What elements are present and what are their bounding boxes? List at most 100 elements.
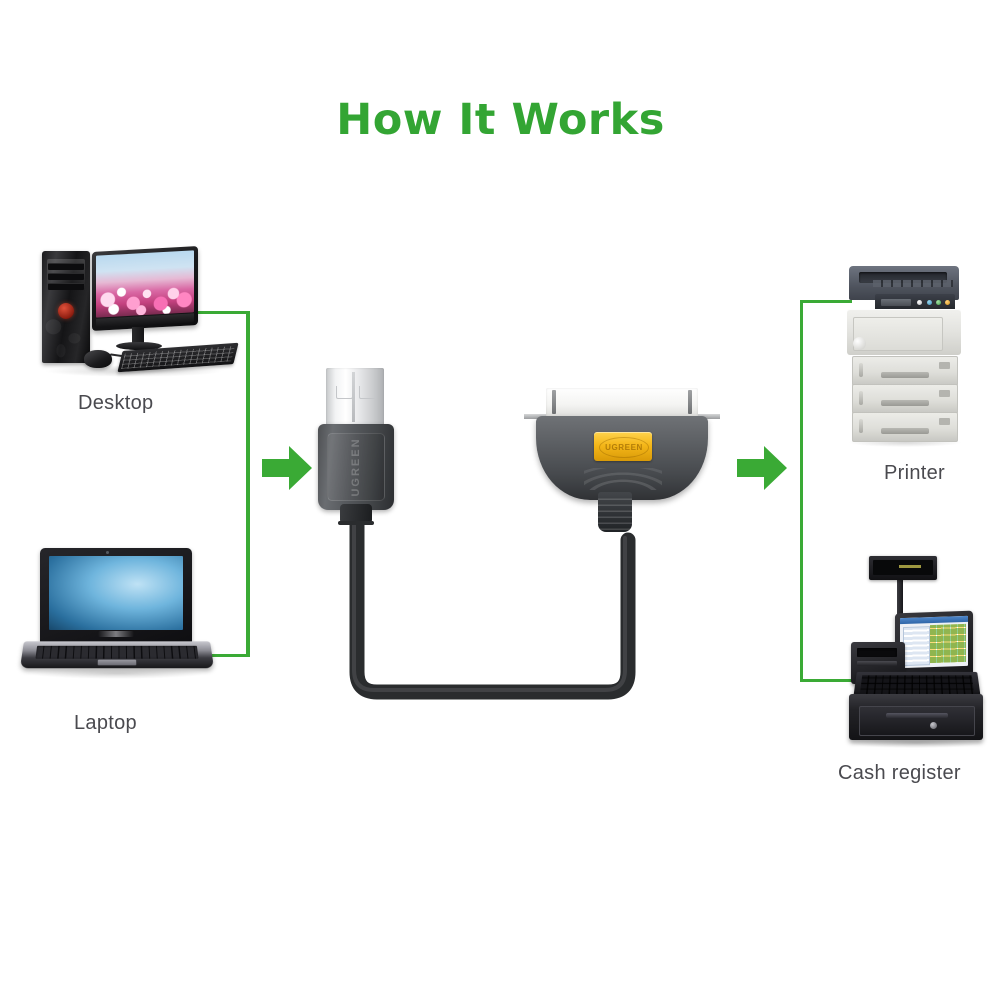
- desktop-monitor: [92, 246, 198, 331]
- usb-strain-relief: [340, 504, 372, 524]
- printer-paper-tray-2: [852, 384, 958, 414]
- laptop-screen: [49, 556, 183, 630]
- printer-tray-handle: [881, 400, 929, 406]
- pos-item-list: [903, 626, 930, 667]
- printer-tray-lever: [859, 363, 863, 377]
- printer-tray-fins: [873, 280, 953, 287]
- laptop-wallpaper: [49, 556, 183, 630]
- customer-display-screen: [873, 560, 933, 575]
- usb-tongue: [352, 372, 355, 422]
- printer-tray-handle: [881, 428, 929, 434]
- parallel-clip-wing-left: [524, 414, 550, 419]
- pos-button-grid: [930, 623, 966, 664]
- desktop-monitor-screen: [96, 250, 194, 318]
- desktop-computer-icon: [28, 243, 243, 383]
- printer-output-tray: [859, 272, 953, 287]
- printer-shadow: [849, 438, 961, 447]
- printer-tray-label: [939, 418, 950, 425]
- printer-tray-label: [939, 362, 950, 369]
- usb-cable-ring: [338, 521, 374, 525]
- parallel-strain-relief: [598, 492, 632, 532]
- printer-attention-led: [945, 300, 950, 305]
- parallel-retention-clip-right: [688, 390, 692, 414]
- pos-screen: [900, 615, 968, 669]
- desktop-drive-bay: [48, 283, 84, 290]
- usb-contact-cutout: [336, 386, 353, 399]
- bracket-left-bottom-cap: [198, 654, 248, 657]
- usb-metal-shell: [326, 368, 384, 428]
- printer-main-body: [847, 309, 961, 355]
- laptop-shadow: [28, 668, 206, 679]
- usb-type-a-connector: UGREEN: [318, 368, 396, 538]
- cash-register-touchscreen: [895, 610, 973, 680]
- printer-paper-tray-1: [852, 356, 958, 386]
- printer-paper-tray-3: [852, 412, 958, 442]
- laptop-base: [19, 641, 215, 669]
- bracket-right-bottom-cap: [800, 679, 852, 682]
- cash-drawer-face: [859, 706, 975, 736]
- printer-tray-label: [939, 390, 950, 397]
- printer-menu-button: [917, 300, 922, 305]
- cash-register-customer-display: [869, 556, 937, 580]
- desktop-mouse: [84, 350, 112, 368]
- arrow-right-icon-left: [262, 446, 312, 490]
- bracket-right-top-cap: [800, 300, 852, 303]
- laptop-brand-mark: [98, 631, 134, 637]
- laptop-webcam: [106, 551, 109, 554]
- laptop-computer-icon: [18, 548, 216, 682]
- printer-control-panel: [875, 294, 955, 311]
- cash-drawer: [849, 694, 983, 740]
- parallel-badge-text: UGREEN: [599, 437, 649, 458]
- cash-register-display-pole: [897, 580, 903, 642]
- bracket-left-top-cap: [198, 311, 248, 314]
- parallel-centronics-connector: UGREEN: [522, 388, 722, 548]
- printer-status-led: [936, 300, 941, 305]
- bracket-right-vertical: [800, 300, 803, 682]
- parallel-shell-housing: UGREEN: [536, 416, 708, 500]
- parallel-brand-badge: UGREEN: [594, 432, 652, 461]
- parallel-plug-body: [546, 388, 698, 418]
- bracket-left-sources: [198, 311, 250, 657]
- page-title: How It Works: [336, 95, 665, 145]
- laptop-keyboard: [35, 645, 199, 659]
- caption-laptop: Laptop: [74, 712, 137, 734]
- cash-register-keys: [859, 675, 975, 695]
- receipt-printer-slot: [857, 648, 897, 657]
- desktop-monitor-stand: [132, 327, 144, 345]
- bracket-left-vertical: [246, 311, 250, 657]
- desktop-drive-bay: [48, 263, 84, 270]
- usb-body-inset: UGREEN: [327, 433, 385, 501]
- parallel-strain-ribs: [598, 496, 632, 530]
- printer-power-button: [853, 337, 866, 350]
- laser-printer-icon: [843, 260, 967, 447]
- pos-cash-register-icon: [845, 552, 985, 748]
- laptop-lid: [40, 548, 192, 643]
- desktop-tower-texture: [45, 313, 87, 359]
- desktop-monitor-base: [116, 342, 162, 350]
- parallel-retention-clip-left: [552, 390, 556, 414]
- printer-tray-lever: [859, 391, 863, 405]
- usb-brand-text: UGREEN: [350, 437, 362, 497]
- usb-contact-cutout: [359, 386, 376, 399]
- desktop-power-logo: [58, 303, 74, 319]
- printer-front-cover: [853, 317, 943, 351]
- printer-lcd-display: [881, 299, 911, 306]
- caption-printer: Printer: [884, 462, 946, 484]
- arrow-right-icon-right: [737, 446, 787, 490]
- cash-register-shadow: [849, 738, 983, 748]
- desktop-tower: [42, 251, 90, 363]
- bracket-right-targets: [800, 300, 852, 682]
- cash-drawer-lock: [930, 722, 937, 729]
- printer-tray-lever: [859, 419, 863, 433]
- caption-cash-register: Cash register: [838, 762, 961, 784]
- caption-desktop: Desktop: [78, 392, 154, 414]
- parallel-clip-wing-right: [694, 414, 720, 419]
- printer-ready-led: [927, 300, 932, 305]
- laptop-trackpad: [97, 659, 137, 666]
- cash-drawer-handle: [886, 713, 948, 718]
- receipt-printer-lip: [857, 661, 897, 666]
- pos-title-bar: [900, 615, 968, 625]
- desktop-drive-bay: [48, 273, 84, 280]
- printer-tray-handle: [881, 372, 929, 378]
